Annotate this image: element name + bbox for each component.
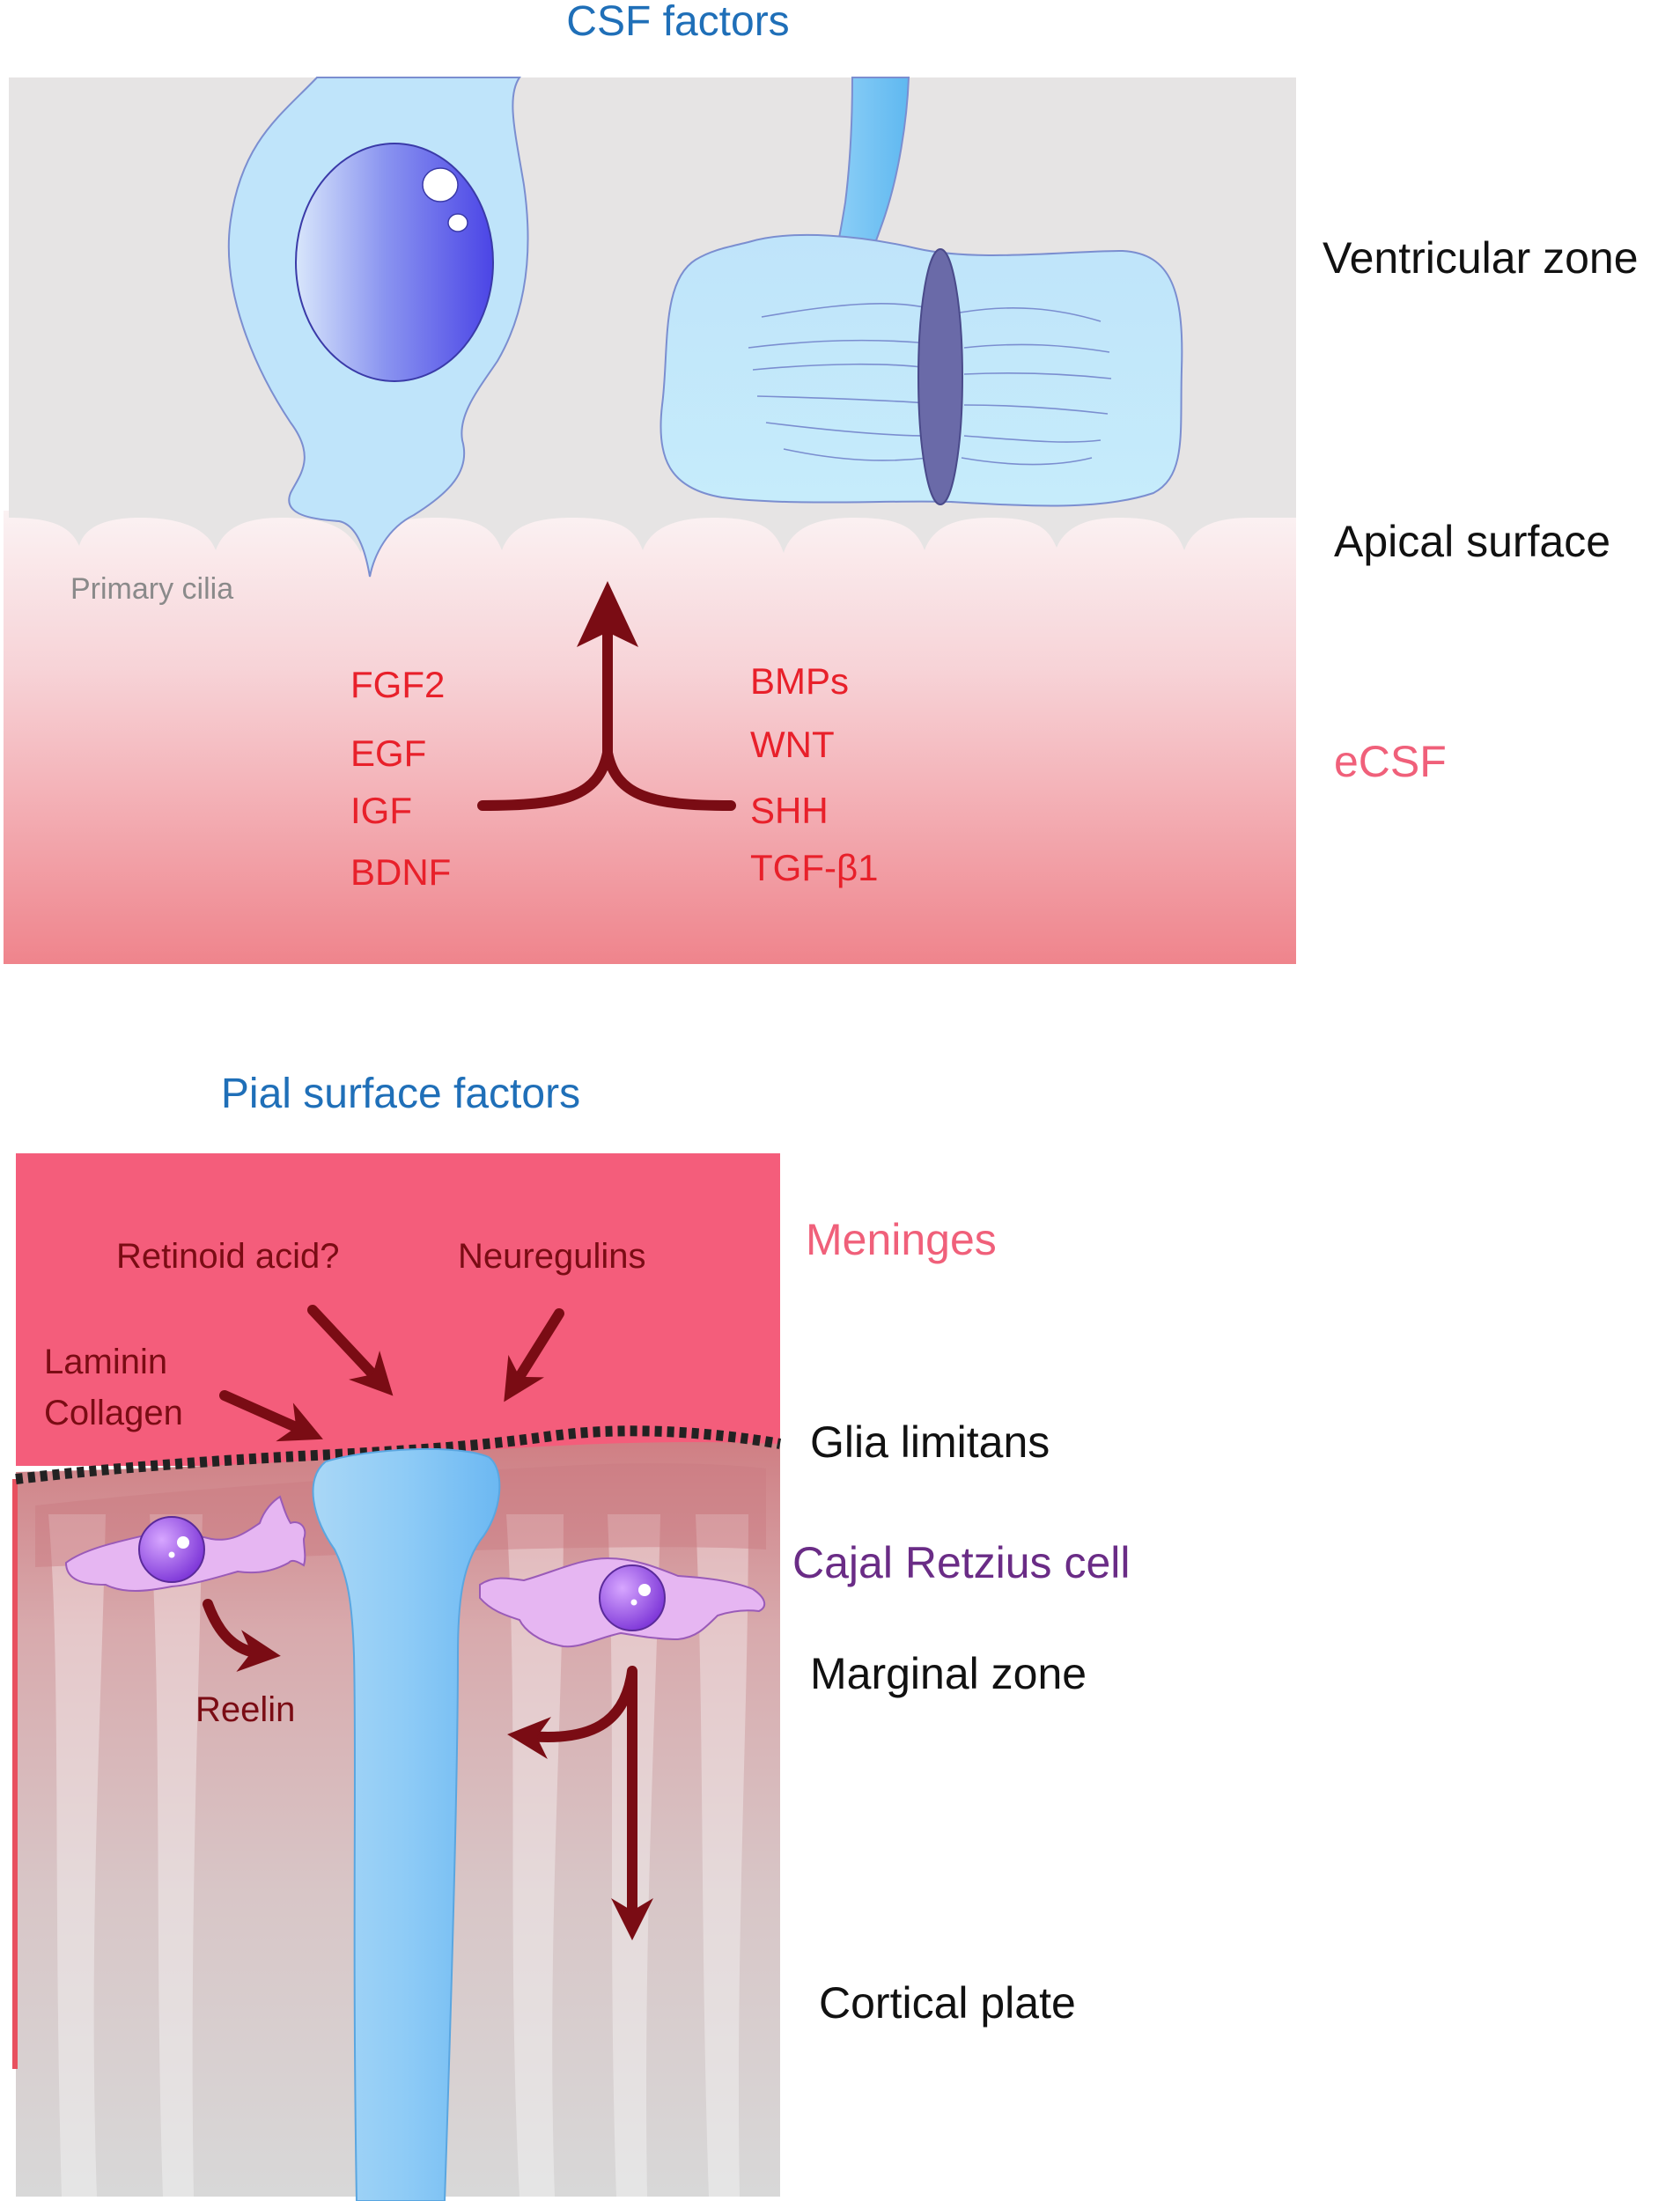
reelin-arrow-left [203, 1599, 281, 1672]
cajal-retzius-cell-right [479, 1557, 766, 1648]
metaphase-plate [917, 248, 963, 505]
radial-columns [48, 1514, 748, 2197]
cortex-left-edge [12, 1479, 18, 2069]
meninges-region [16, 1153, 780, 1466]
marginal-zone-label: Marginal zone [810, 1649, 1087, 1698]
factor-fgf2: FGF2 [350, 664, 445, 705]
nucleolus-small [447, 213, 468, 232]
ecsf-label: eCSF [1334, 737, 1447, 786]
neuregulin-arrow [504, 1308, 564, 1402]
apical-surface-label: Apical surface [1334, 517, 1610, 566]
primary-cilia-label: Primary cilia [70, 572, 233, 606]
csf-factors-right: BMPs WNT SHH TGF-β1 [750, 660, 878, 888]
glia-limitans-line [15, 1425, 782, 1484]
factor-igf: IGF [350, 790, 412, 831]
cortical-plate-label: Cortical plate [819, 1978, 1076, 2028]
reelin-label: Reelin [195, 1690, 295, 1729]
pial-arrows [203, 1305, 653, 1940]
csf-converging-arrow [477, 620, 736, 811]
nucleus [295, 143, 494, 382]
glia-limitans-label: Glia limitans [810, 1417, 1050, 1467]
cajal-retzius-cell-left [64, 1495, 306, 1592]
ventricular-zone-label: Ventricular zone [1323, 233, 1639, 283]
factor-tgf-b1: TGF-β1 [750, 847, 878, 888]
csf-panel: CSF factors Prima [4, 0, 1639, 964]
csf-factors-title: CSF factors [566, 0, 789, 45]
factor-bmps: BMPs [750, 660, 849, 702]
factor-egf: EGF [350, 732, 426, 774]
spindle-fibers [748, 302, 1112, 466]
cajal-retzius-label: Cajal Retzius cell [792, 1538, 1130, 1587]
cajal-nucleus [599, 1564, 666, 1631]
ecsf-region [4, 511, 1296, 964]
factor-shh: SHH [750, 790, 829, 831]
pial-panel: Pial surface factors [12, 1071, 1130, 2201]
meninges-label: Meninges [806, 1215, 997, 1264]
radial-glia-fiber [312, 1447, 501, 2201]
csf-factors-left: FGF2 EGF IGF BDNF [350, 664, 451, 893]
pial-factors-title: Pial surface factors [221, 1071, 580, 1117]
collagen-label: Collagen [44, 1394, 183, 1432]
cajal-nucleus [138, 1516, 205, 1583]
laminin-arrow [219, 1390, 323, 1442]
factor-bdnf: BDNF [350, 851, 451, 893]
laminin-label: Laminin [44, 1343, 167, 1381]
retinoid-arrow [307, 1305, 394, 1396]
factor-wnt: WNT [750, 724, 835, 765]
neuregulins-label: Neuregulins [458, 1237, 645, 1276]
nucleolus-large [422, 167, 459, 202]
csf-arrow-head [577, 581, 638, 647]
retinoid-acid-label: Retinoid acid? [116, 1237, 340, 1276]
